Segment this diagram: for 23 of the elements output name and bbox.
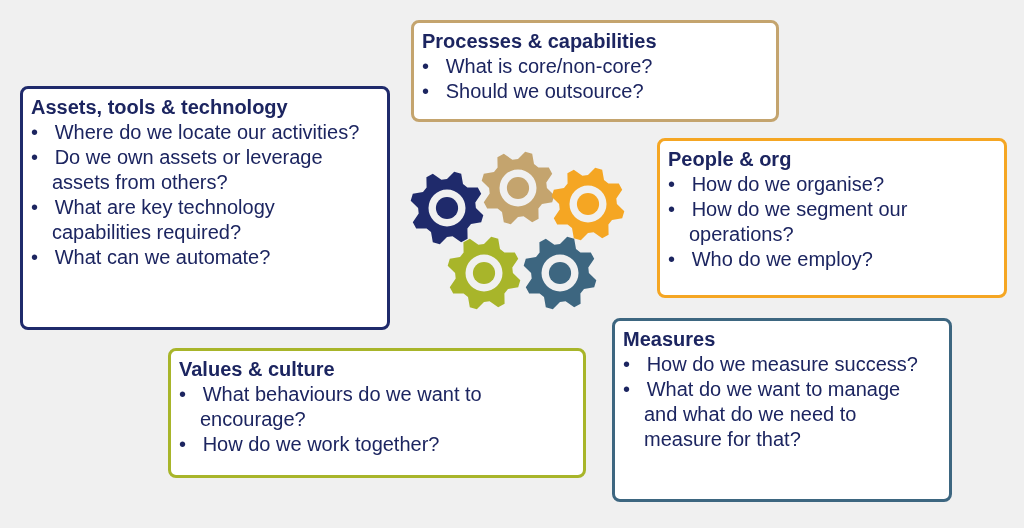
question-card [20, 86, 390, 330]
card-heading: Values & culture [179, 357, 336, 382]
bullet-question: • Should we outsource? [422, 79, 645, 104]
bullet-question: • How do we measure success? [623, 352, 919, 377]
bullet-question: • How do we segment our operations? [668, 197, 909, 247]
card-heading: People & org [668, 147, 793, 172]
question-card [657, 138, 1007, 298]
bullet-question: • Who do we employ? [668, 247, 874, 272]
question-card [168, 348, 586, 478]
bullet-question: • What is core/non-core? [422, 54, 654, 79]
bullet-question: • What do we want to manage and what do we need to measure for that? [623, 377, 902, 452]
bullet-question: • How do we work together? [179, 432, 441, 457]
card-heading: Processes & capabilities [422, 29, 658, 54]
bullet-question: • What can we automate? [31, 245, 272, 270]
bullet-question: • What behaviours do we want to encourage? [179, 382, 483, 432]
bullet-question: • What are key technology capabilities required? [31, 195, 276, 245]
bullet-question: • How do we organise? [668, 172, 885, 197]
bullet-question: • Do we own assets or leverage assets from others? [31, 145, 324, 195]
bullet-question: • Where do we locate our activities? [31, 120, 361, 145]
card-heading: Assets, tools & technology [31, 95, 289, 120]
question-card [411, 20, 779, 122]
card-heading: Measures [623, 327, 717, 352]
question-card [612, 318, 952, 502]
